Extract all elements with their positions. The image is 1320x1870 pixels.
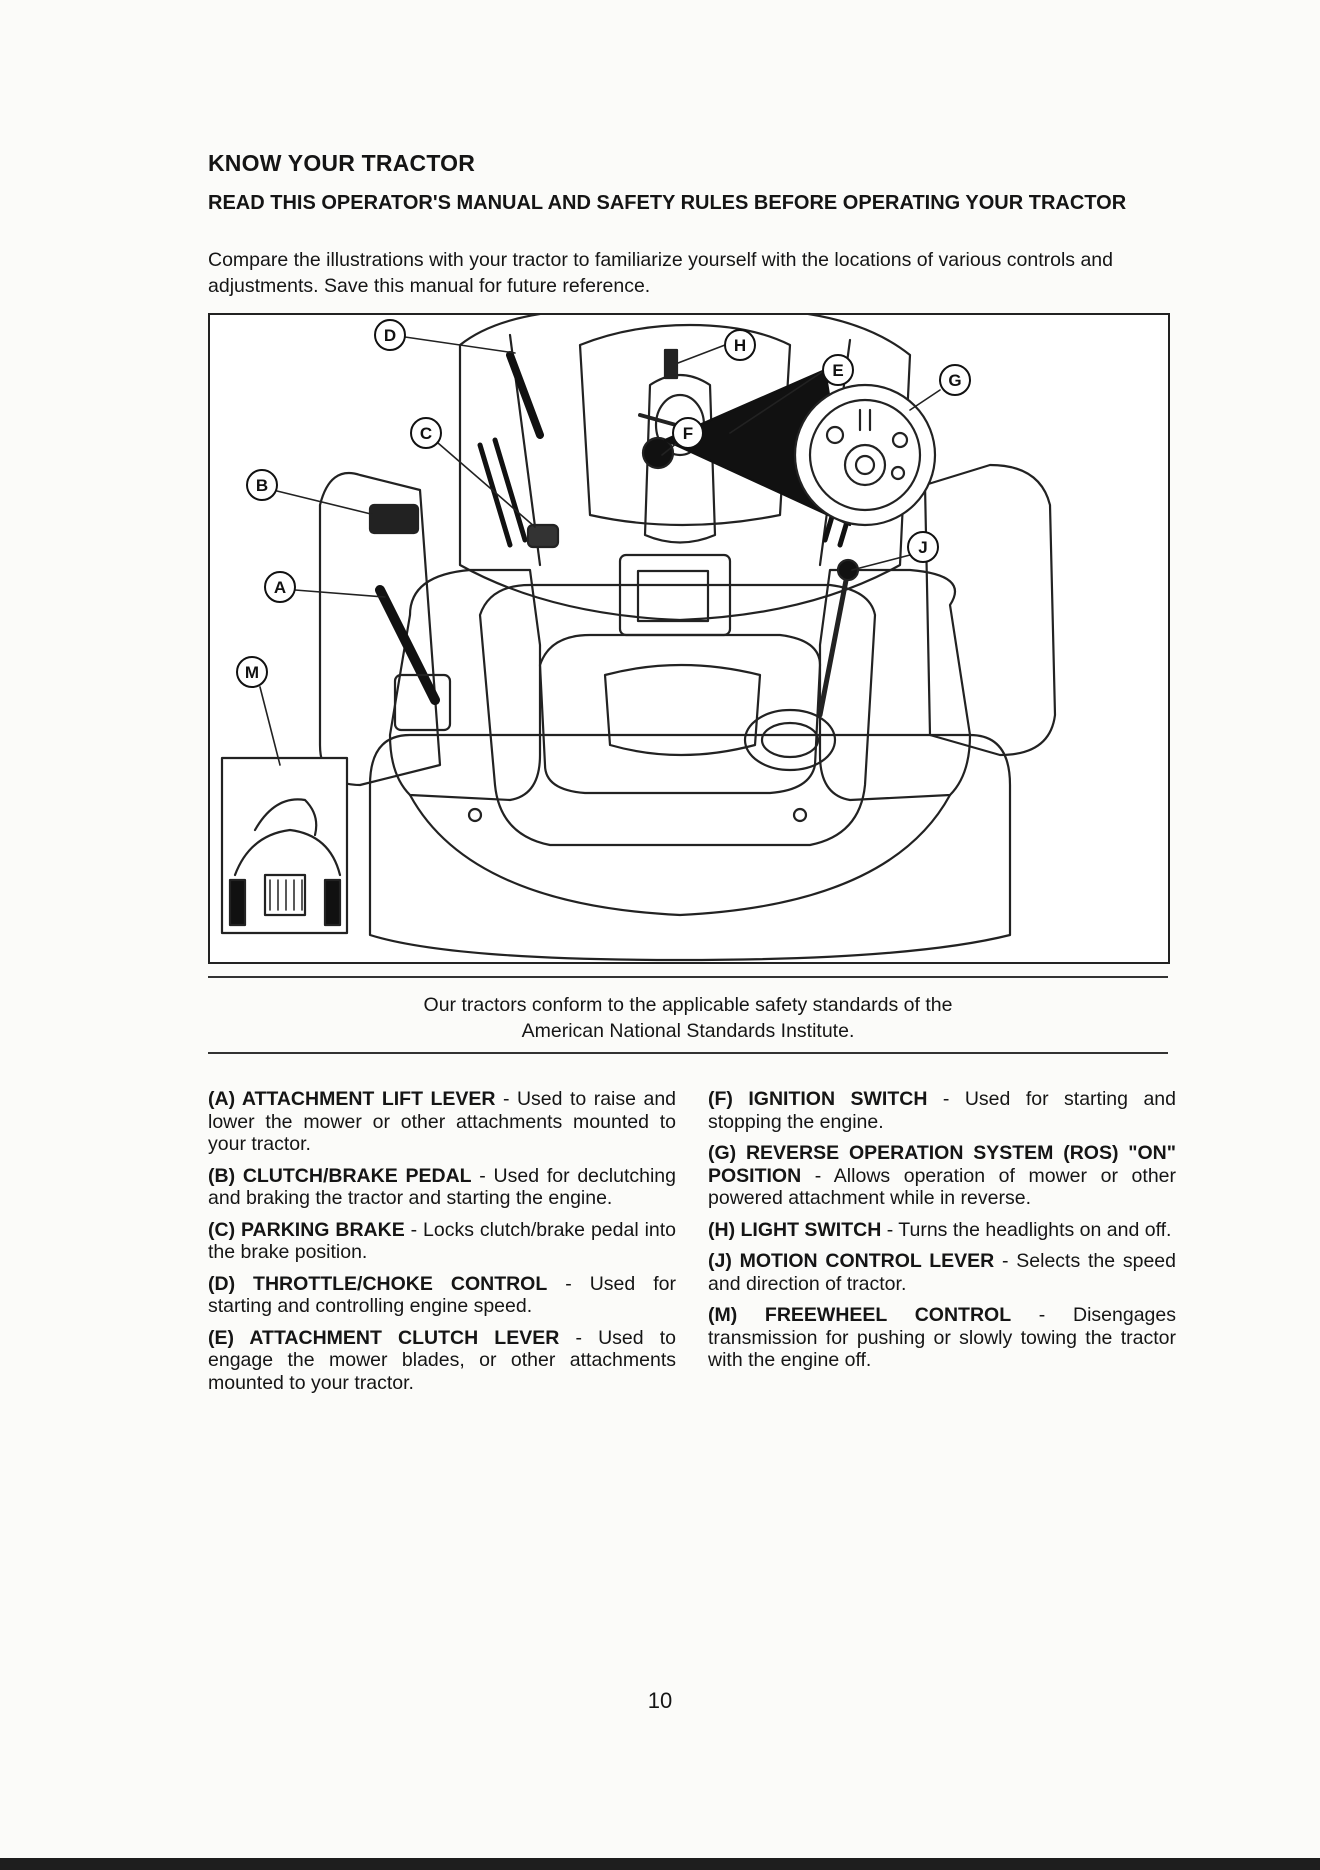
control-item: (M) FREEWHEEL CONTROL - Disengages trans… (708, 1304, 1176, 1371)
svg-text:E: E (832, 361, 843, 380)
light-switch (663, 348, 679, 380)
tractor-drawing: D H E G C F B J A M (220, 315, 1057, 962)
ignition-switch (641, 436, 675, 470)
page-subtitle: READ THIS OPERATOR'S MANUAL AND SAFETY R… (208, 192, 1127, 214)
svg-text:B: B (256, 476, 268, 495)
clutch-brake-pedal (368, 503, 420, 535)
motion-control-lever (817, 567, 851, 718)
control-item: (H) LIGHT SWITCH - Turns the headlights … (708, 1218, 1172, 1241)
seat-base (478, 583, 877, 847)
svg-text:A: A (274, 578, 286, 597)
scan-edge (0, 1858, 1320, 1870)
left-grille (477, 437, 528, 548)
caption-line-1: Our tractors conform to the applicable s… (423, 994, 953, 1016)
svg-text:H: H (734, 336, 746, 355)
callout-f: F (672, 417, 704, 449)
callout-c: C (410, 417, 442, 449)
svg-text:D: D (384, 326, 396, 345)
control-item: (B) CLUTCH/BRAKE PEDAL - Used for declut… (208, 1164, 676, 1210)
callout-h: H (724, 329, 756, 361)
svg-text:C: C (420, 424, 432, 443)
svg-text:F: F (683, 424, 693, 443)
throttle-choke-control (506, 351, 544, 439)
dash-panel (618, 553, 732, 637)
callout-a: A (264, 571, 296, 603)
callout-m: M (236, 656, 268, 688)
caption-top-rule (208, 976, 1168, 978)
controls-list-left: (A) ATTACHMENT LIFT LEVER - Used to rais… (208, 1088, 676, 1403)
caption-line-2: American National Standards Institute. (521, 1020, 855, 1042)
control-item: (C) PARKING BRAKE - Locks clutch/brake p… (208, 1218, 677, 1264)
callout-b: B (246, 469, 278, 501)
control-item: (A) ATTACHMENT LIFT LEVER - Used to rais… (208, 1088, 677, 1155)
control-item: (G) REVERSE OPERATION SYSTEM (ROS) "ON" … (708, 1142, 1176, 1209)
svg-text:J: J (918, 538, 927, 557)
intro-paragraph: Compare the illustrations with your trac… (208, 249, 1113, 297)
page-number: 10 (647, 1688, 673, 1713)
right-front-wheel (923, 463, 1057, 757)
tractor-controls-illustration: D H E G C F B J A M (208, 313, 1170, 964)
foot-deck (368, 733, 1012, 962)
control-item: (J) MOTION CONTROL LEVER - Selects the s… (708, 1250, 1176, 1295)
svg-text:M: M (245, 663, 259, 682)
attachment-lift-lever (375, 585, 440, 705)
callout-g: G (939, 364, 971, 396)
callout-j: J (907, 531, 939, 563)
control-item: (D) THROTTLE/CHOKE CONTROL - Used for st… (208, 1272, 676, 1318)
control-item: (F) IGNITION SWITCH - Used for starting … (708, 1088, 1176, 1133)
callout-d: D (374, 319, 406, 351)
parking-brake (526, 523, 560, 549)
control-item: (E) ATTACHMENT CLUTCH LEVER - Used to en… (208, 1326, 676, 1394)
controls-list-right: (F) IGNITION SWITCH - Used for starting … (708, 1088, 1176, 1381)
caption-bottom-rule (208, 1052, 1168, 1054)
callout-e: E (822, 354, 854, 386)
page-title: KNOW YOUR TRACTOR (208, 150, 476, 176)
standards-caption: Our tractors conform to the applicable s… (208, 992, 1168, 1044)
svg-text:G: G (948, 371, 961, 390)
